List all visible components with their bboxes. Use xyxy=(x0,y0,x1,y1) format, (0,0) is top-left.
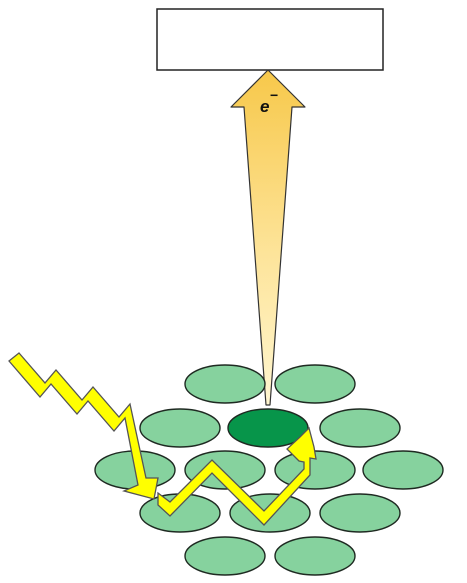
photon-lightning-bolt xyxy=(8,352,159,500)
excitation-transfer-path xyxy=(157,426,317,526)
antenna-molecule xyxy=(274,536,356,576)
antenna-molecule xyxy=(139,408,221,448)
electron-charge: − xyxy=(270,87,278,103)
reaction-center xyxy=(227,408,309,448)
antenna-molecule xyxy=(319,493,401,533)
electron-symbol: e xyxy=(260,97,269,116)
antenna-molecule xyxy=(184,364,266,404)
antenna-molecule xyxy=(319,408,401,448)
electron-transfer-arrow xyxy=(230,69,306,406)
antenna-molecule xyxy=(362,450,444,490)
electron-acceptor-box xyxy=(156,8,384,71)
antenna-molecule xyxy=(274,364,356,404)
antenna-molecule xyxy=(184,536,266,576)
